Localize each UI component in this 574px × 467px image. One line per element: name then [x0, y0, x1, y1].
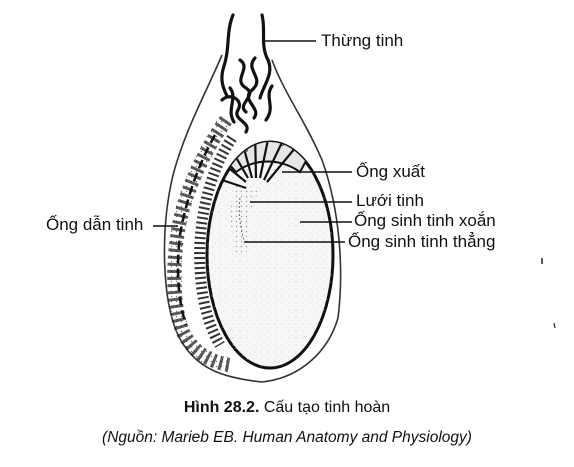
spermatic-cord: [220, 13, 274, 134]
label-luoi-tinh: Lưới tinh: [356, 191, 424, 210]
label-ong-dan-tinh: Ống dẫn tinh: [46, 215, 144, 234]
tunica-outline: [163, 54, 342, 383]
label-ong-sinh-tinh-thang: Ống sinh tinh thẳng: [348, 232, 496, 251]
label-thung-tinh: Thừng tinh: [321, 31, 404, 50]
figure-caption: Hình 28.2. Cấu tạo tinh hoàn: [0, 398, 574, 418]
rete-testis: [230, 185, 262, 256]
label-ong-xuat: Ống xuất: [356, 162, 425, 181]
epididymis: [194, 134, 237, 348]
label-ong-sinh-tinh-xoan: Ống sinh tinh xoắn: [354, 211, 496, 230]
leader-lines: [153, 40, 352, 243]
figure-number: Hình 28.2.: [183, 399, 260, 416]
speck: [553, 322, 556, 329]
figure-source: (Nguồn: Marieb EB. Human Anatomy and Phy…: [102, 429, 472, 446]
figure-title: Cấu tạo tinh hoàn: [263, 399, 391, 416]
